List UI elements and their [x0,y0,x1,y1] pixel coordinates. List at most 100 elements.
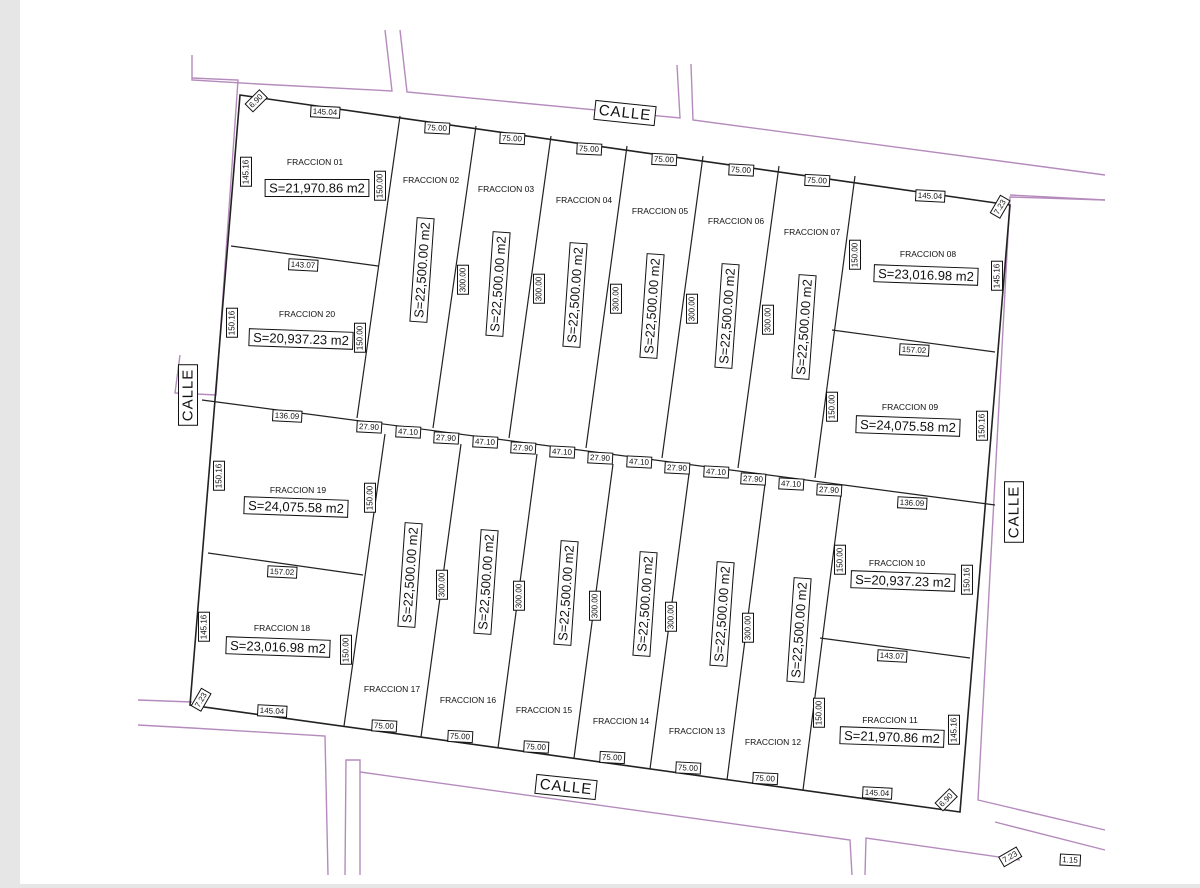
dim-mid-a-box [664,461,691,475]
lot-2-area-text: S=22,500.00 m2 [411,222,433,319]
lot-15-name-text: FRACCION 15 [516,705,572,715]
dim-right-11-box [948,714,960,745]
lot-1-name: FRACCION 01 [287,157,343,167]
dim-mid-a-box [433,431,460,445]
dim-side-300-text: 300.00 [744,615,753,640]
dim-mid-b-box [549,445,576,459]
lot-4-name-text: FRACCION 04 [556,195,612,205]
lot-6-area-box [714,263,740,369]
dim-h-20-19: 136.09 [271,409,303,423]
lot-19-area-text: S=24,075.58 m2 [248,498,344,516]
dim-side-300-text: 300.00 [764,307,773,332]
dim-bot-18: 145.04 [256,704,288,718]
street-label-left-text: CALLE [180,369,197,422]
lot-7-area: S=22,500.00 m2 [791,274,817,380]
dim-mid-b: 47.10 [472,435,499,449]
dim-bot-18-text: 145.04 [260,706,285,716]
dim-top-lot-text: 75.00 [654,154,675,164]
dim-mid-a: 27.90 [816,483,843,497]
dim-side-150-text: 150.00 [851,242,860,267]
dim-top-lot-box [651,152,678,167]
lot-3-area: S=22,500.00 m2 [485,231,511,337]
dim-top-lot: 75.00 [499,131,526,146]
dim-side-300-text: 300.00 [438,572,447,597]
dim-tiny-a-box [998,846,1023,868]
street-label-top-text: CALLE [598,102,652,124]
lot-15-area-text: S=22,500.00 m2 [555,545,577,642]
dim-top-01-text: 145.04 [313,107,338,117]
dim-mid-b-box [395,425,422,439]
dim-bot-lot: 75.00 [675,761,702,775]
dim-left-19-text: 150.16 [215,463,224,488]
dim-top-01-box [309,105,341,119]
lot-19-name-text: FRACCION 19 [270,485,326,495]
dim-side-150-box [364,482,376,513]
lot-3-area-box [485,231,511,337]
dim-side-150: 150.00 [364,482,376,513]
dim-h-08-09: 157.02 [898,343,930,357]
lot-9-area: S=24,075.58 m2 [855,415,961,437]
lot-10-area: S=20,937.23 m2 [850,570,956,592]
lot-13-area: S=22,500.00 m2 [709,561,735,667]
corner-dim-tl-box [244,89,268,113]
dim-bot-lot: 75.00 [599,750,626,765]
lot-18-name-text: FRACCION 18 [254,623,310,633]
lot-15-area: S=22,500.00 m2 [553,540,579,646]
dim-side-150-text: 150.00 [376,173,385,198]
lot-13-name: FRACCION 13 [669,726,725,736]
lot-14-name: FRACCION 14 [593,716,649,726]
lot-15-area-box [553,540,579,646]
dim-top-lot: 75.00 [728,163,755,177]
dim-side-300: 300.00 [686,293,698,324]
dim-left-01: 145.16 [240,156,252,187]
dim-h-19-18-box [266,565,298,579]
lot-8-area-text: S=23,016.98 m2 [878,266,974,284]
dim-side-300: 300.00 [610,283,622,314]
dim-mid-a: 27.90 [510,441,537,455]
dim-side-300-box [533,273,545,304]
lot-14-area: S=22,500.00 m2 [632,551,658,657]
dim-side-150-text: 150.00 [815,700,824,725]
lot-12-name: FRACCION 12 [745,737,801,747]
lot-11-area-text: S=21,970.86 m2 [844,728,940,746]
dim-top-08: 145.04 [914,189,946,203]
dim-side-300: 300.00 [533,273,545,304]
lot-17-area: S=22,500.00 m2 [397,522,423,628]
dim-mid-a: 27.90 [433,431,460,445]
dim-side-300-box [742,612,754,643]
dim-right-11-text: 145.16 [950,717,959,742]
lot-3-name-text: FRACCION 03 [478,184,534,194]
lot-6-name-text: FRACCION 06 [708,216,764,226]
dim-mid-a-text: 27.90 [359,422,380,432]
lot-20-area-text: S=20,937.23 m2 [253,330,349,348]
dim-h-09-10-text: 136.09 [900,498,925,508]
lot-16-area-box [473,529,499,635]
dim-right-09-box [976,410,988,441]
lot-18-area-box [225,636,331,658]
lot-12-area-text: S=22,500.00 m2 [788,582,810,679]
lot-16-area-text: S=22,500.00 m2 [475,534,497,631]
dim-side-150-text: 150.00 [828,394,837,419]
lot-12-area-box [786,577,812,683]
lot-2-name-text: FRACCION 02 [403,175,459,185]
dim-top-lot: 75.00 [576,142,603,156]
lot-19-area: S=24,075.58 m2 [243,496,349,518]
dim-side-150-box [849,239,861,270]
lot-14-name-text: FRACCION 14 [593,716,649,726]
lot-10-area-box [850,570,956,592]
dim-mid-a: 27.90 [664,461,691,475]
dim-mid-a-box [510,441,537,455]
dim-left-19: 150.16 [213,460,225,491]
dim-right-08: 145.16 [991,260,1003,291]
dim-top-01: 145.04 [309,105,341,119]
dim-mid-b-box [626,455,653,469]
street-label-left: CALLE [178,364,198,426]
dim-bot-lot: 75.00 [371,719,398,733]
dim-side-150-text: 150.00 [836,547,845,572]
dim-side-300-text: 300.00 [515,583,524,608]
dim-top-08-box [914,189,946,203]
dim-side-300-box [665,601,677,632]
dim-bot-11-box [861,786,893,800]
lot-10-area-text: S=20,937.23 m2 [855,572,951,590]
